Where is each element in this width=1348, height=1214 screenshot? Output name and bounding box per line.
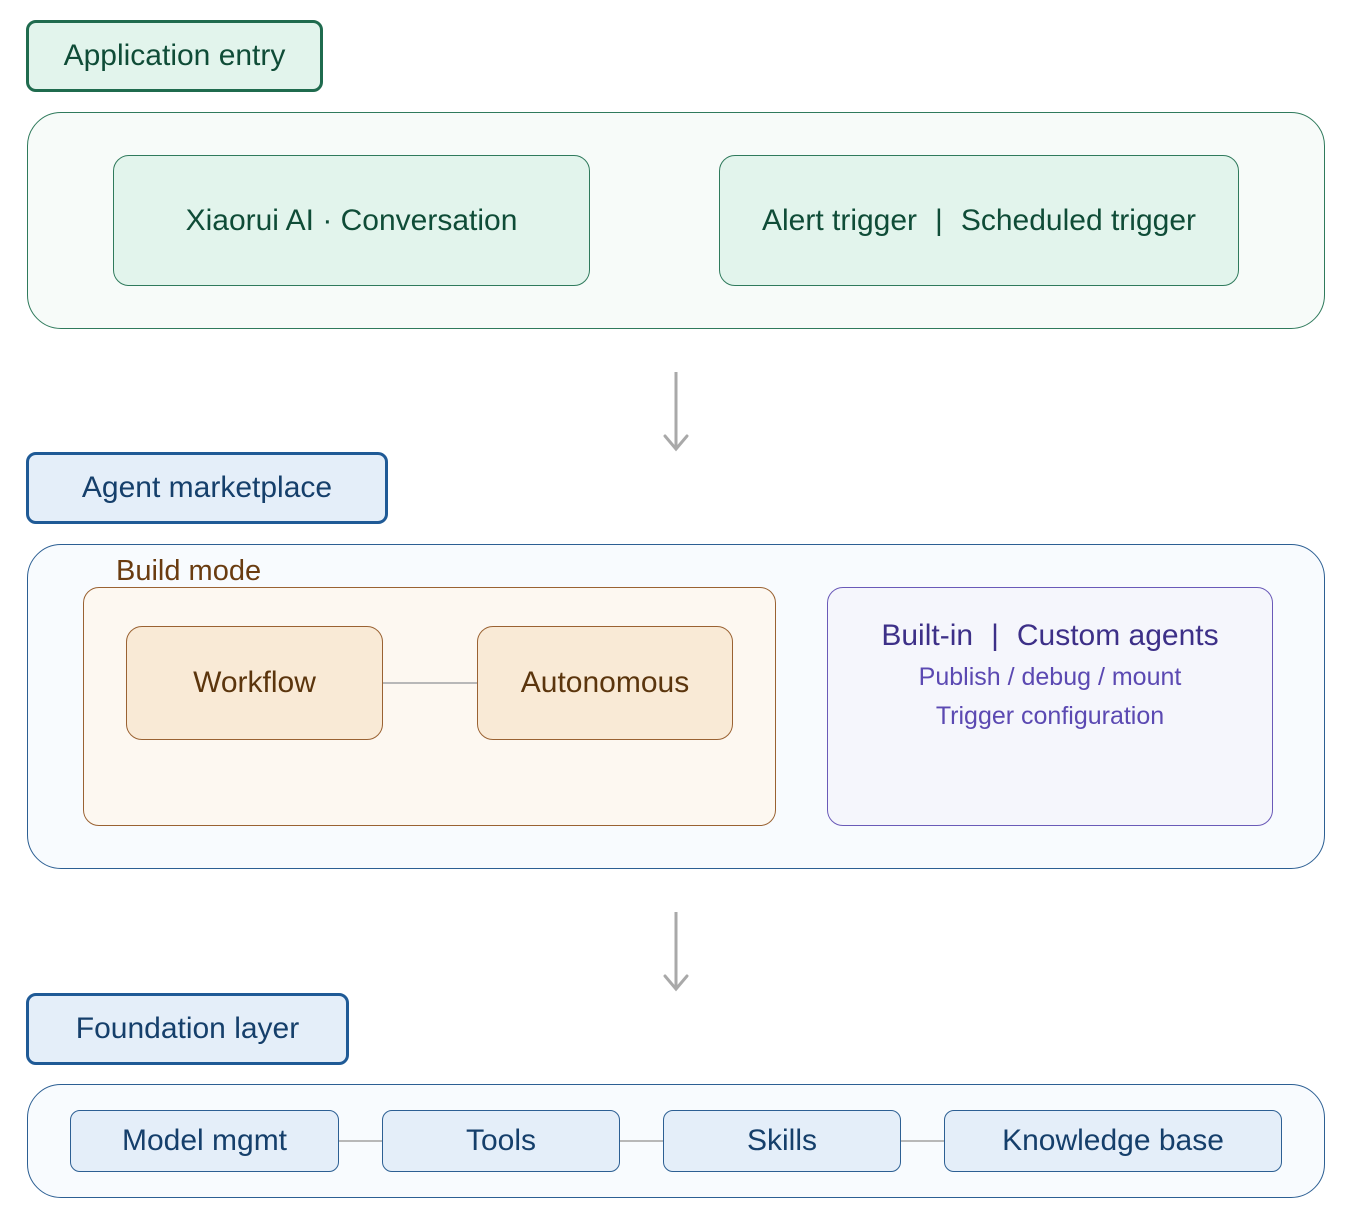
- application-entry-label: Application entry: [26, 20, 323, 92]
- down-arrow-icon: [663, 372, 689, 452]
- agents-box: Built-in | Custom agents Publish / debug…: [827, 587, 1273, 826]
- trigger-configuration-text: Trigger configuration: [935, 701, 1165, 730]
- trigger-box: Alert trigger | Scheduled trigger: [719, 155, 1239, 286]
- foundation-connector: [619, 1140, 664, 1142]
- custom-agents-label: Custom agents: [1016, 619, 1219, 652]
- knowledge-base-box: Knowledge base: [944, 1110, 1282, 1172]
- built-in-label: Built-in: [881, 619, 974, 652]
- trigger-separator: |: [935, 203, 943, 237]
- down-arrow-icon: [663, 912, 689, 992]
- scheduled-trigger-label: Scheduled trigger: [960, 203, 1196, 237]
- alert-trigger-label: Alert trigger: [761, 203, 918, 237]
- publish-debug-mount-text: Publish / debug / mount: [918, 662, 1182, 691]
- autonomous-box: Autonomous: [477, 626, 733, 740]
- foundation-connector: [900, 1140, 945, 1142]
- agent-marketplace-label: Agent marketplace: [26, 452, 388, 524]
- agents-separator: |: [991, 619, 999, 652]
- build-mode-label: Build mode: [116, 555, 262, 587]
- tools-box: Tools: [382, 1110, 620, 1172]
- model-mgmt-box: Model mgmt: [70, 1110, 339, 1172]
- foundation-connector: [338, 1140, 383, 1142]
- build-mode-connector: [382, 682, 478, 684]
- xiaorui-conversation-box: Xiaorui AI · Conversation: [113, 155, 590, 286]
- skills-box: Skills: [663, 1110, 901, 1172]
- agents-title: Built-in | Custom agents: [828, 616, 1272, 656]
- workflow-box: Workflow: [126, 626, 383, 740]
- foundation-layer-label: Foundation layer: [26, 993, 349, 1065]
